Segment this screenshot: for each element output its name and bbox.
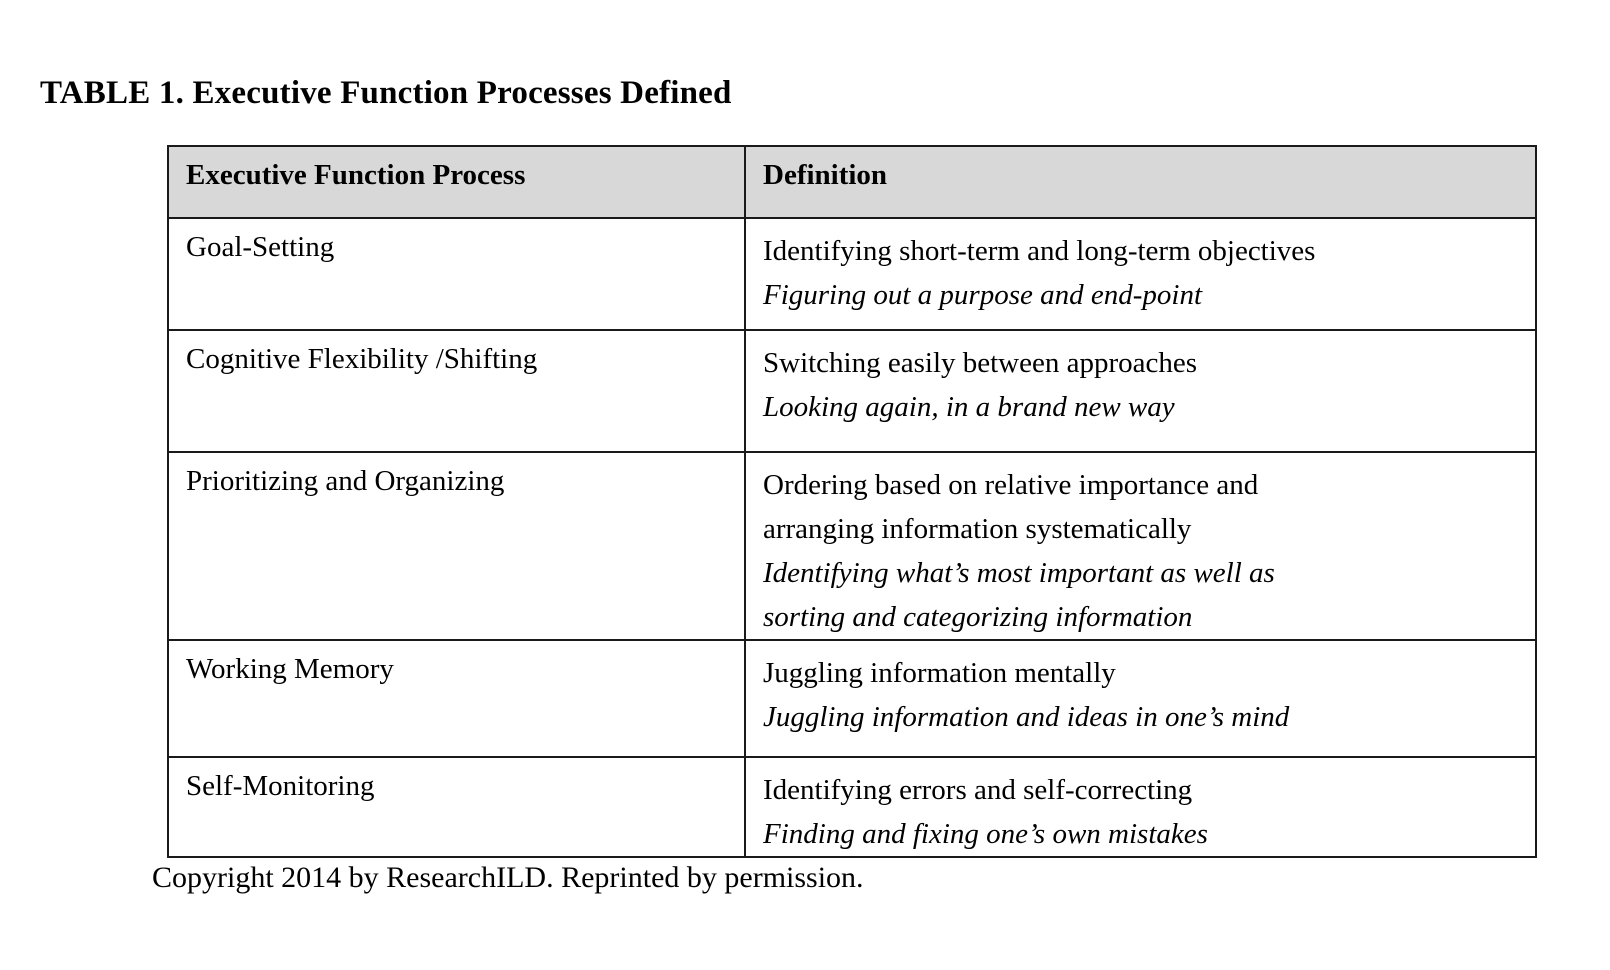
column-header-definition-label: Definition bbox=[763, 159, 888, 191]
definition-line-italic: Juggling information and ideas in one’s … bbox=[763, 701, 1290, 734]
definition-line-italic: Looking again, in a brand new way bbox=[763, 391, 1175, 424]
cell-process: Working Memory bbox=[167, 639, 746, 759]
definition-line: arranging information systematically bbox=[763, 513, 1192, 546]
executive-function-table: Executive Function Process Definition Go… bbox=[167, 145, 1537, 859]
column-header-process: Executive Function Process bbox=[167, 145, 746, 219]
definition-line-italic: sorting and categorizing information bbox=[763, 601, 1193, 634]
column-header-definition: Definition bbox=[744, 145, 1537, 219]
definition-line: Identifying short-term and long-term obj… bbox=[763, 235, 1316, 267]
table-title: TABLE 1. Executive Function Processes De… bbox=[40, 75, 732, 111]
definition-line: Identifying errors and self-correcting bbox=[763, 774, 1193, 807]
definition-line-italic: Finding and fixing one’s own mistakes bbox=[763, 818, 1208, 851]
table-row: Working Memory Juggling information ment… bbox=[167, 639, 1537, 759]
copyright-notice: Copyright 2014 by ResearchILD. Reprinted… bbox=[152, 861, 864, 894]
process-name: Cognitive Flexibility /Shifting bbox=[186, 343, 538, 375]
table-row: Goal-Setting Identifying short-term and … bbox=[167, 217, 1537, 331]
cell-definition: Identifying errors and self-correcting F… bbox=[744, 756, 1537, 859]
process-name: Self-Monitoring bbox=[186, 770, 375, 803]
table-row: Cognitive Flexibility /Shifting Switchin… bbox=[167, 329, 1537, 453]
cell-definition: Switching easily between approaches Look… bbox=[744, 329, 1537, 453]
cell-definition: Juggling information mentally Juggling i… bbox=[744, 639, 1537, 759]
process-name: Prioritizing and Organizing bbox=[186, 465, 505, 497]
cell-definition: Ordering based on relative importance an… bbox=[744, 450, 1537, 642]
table-body: Goal-Setting Identifying short-term and … bbox=[167, 217, 1537, 859]
cell-process: Prioritizing and Organizing bbox=[167, 450, 746, 642]
table-row: Self-Monitoring Identifying errors and s… bbox=[167, 756, 1537, 859]
definition-line-italic: Identifying what’s most important as wel… bbox=[763, 557, 1275, 590]
definition-line: Switching easily between approaches bbox=[763, 347, 1198, 379]
table-header: Executive Function Process Definition bbox=[167, 145, 1537, 219]
cell-definition: Identifying short-term and long-term obj… bbox=[744, 217, 1537, 331]
definition-line-italic: Figuring out a purpose and end-point bbox=[763, 279, 1203, 312]
definition-line: Ordering based on relative importance an… bbox=[763, 469, 1259, 501]
column-header-process-label: Executive Function Process bbox=[186, 159, 526, 191]
cell-process: Goal-Setting bbox=[167, 217, 746, 331]
cell-process: Self-Monitoring bbox=[167, 756, 746, 859]
process-name: Goal-Setting bbox=[186, 231, 335, 263]
process-name: Working Memory bbox=[186, 653, 394, 686]
table-header-row: Executive Function Process Definition bbox=[167, 145, 1537, 219]
table-row: Prioritizing and Organizing Ordering bas… bbox=[167, 450, 1537, 642]
cell-process: Cognitive Flexibility /Shifting bbox=[167, 329, 746, 453]
definition-line: Juggling information mentally bbox=[763, 657, 1116, 690]
